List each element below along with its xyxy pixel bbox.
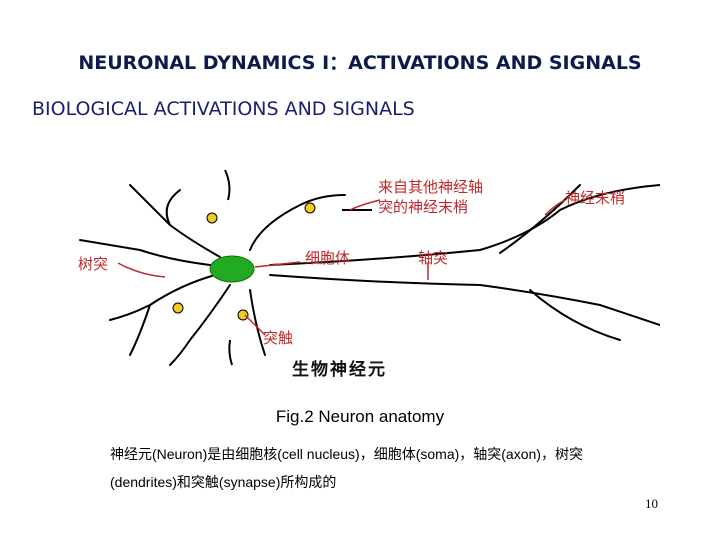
dendrite-2 [109,274,216,321]
label-incoming-1: 来自其他神经轴 [378,178,483,196]
slide-title: NEURONAL DYNAMICS Ⅰ：ACTIVATIONS AND SIGN… [78,52,642,74]
synapse-dot [172,302,184,314]
incoming-arrow [224,169,231,201]
axon-branch [499,184,581,254]
slide-subtitle: BIOLOGICAL ACTIVATIONS AND SIGNALS [32,98,415,120]
label-synapse: 突触 [263,329,293,347]
synapse-dot [206,212,218,224]
dendrite-8 [129,304,151,356]
dendrite-6 [249,194,346,251]
figure-caption: Fig.2 Neuron anatomy [275,407,445,426]
label-neuron: 生物神经元 [292,359,387,380]
axon-upper [269,184,660,266]
label-soma: 细胞体 [305,249,350,267]
dendrite-3 [79,239,211,266]
dendrite-7 [165,189,181,226]
label-terminal: 神经末梢 [565,189,625,207]
neuron-diagram: 来自其他神经轴 突的神经末梢 神经末梢 树突 细胞体 轴突 突触 生物神经元 [78,169,660,380]
page-number: 10 [645,496,658,511]
label-dendrite: 树突 [78,255,108,273]
dendrite-5 [249,289,266,356]
label-incoming-2: 突的神经末梢 [378,198,468,216]
axon-lower [269,274,660,326]
dendrite-4 [169,284,231,366]
synapse-dot [304,202,316,214]
label-axon: 轴突 [418,249,448,267]
pointer-soma [254,261,301,268]
incoming-arrow [228,339,233,366]
pointer-incoming [349,199,381,211]
description-text: 神经元(Neuron)是由细胞核(cell nucleus)，细胞体(soma)… [110,446,583,490]
cell-nucleus [209,255,255,283]
pointer-synapse [244,314,266,336]
pointer-terminal [544,199,566,216]
synapse-dot [237,309,249,321]
axon-branch2 [529,289,621,341]
pointer-dendrite [117,262,166,278]
dendrite-1 [129,184,221,258]
